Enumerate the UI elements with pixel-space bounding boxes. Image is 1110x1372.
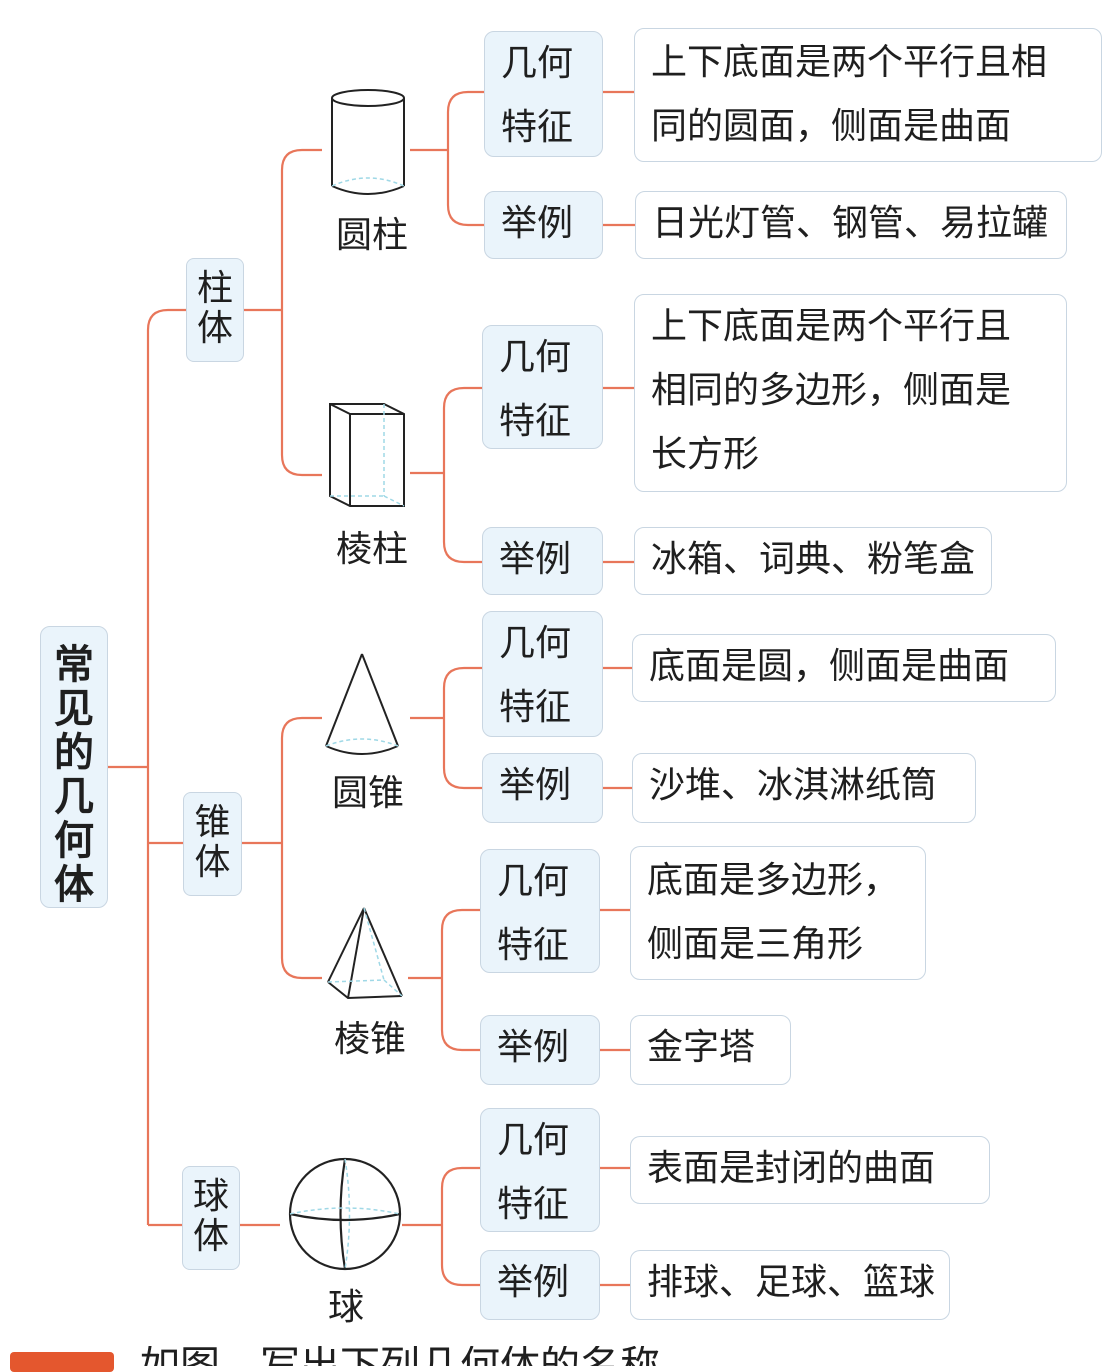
example-description: 日光灯管、钢管、易拉罐	[635, 191, 1067, 259]
feature-tag: 几何 特征	[480, 1108, 600, 1232]
feature-tag-line: 几何	[499, 623, 572, 664]
feature-tag-line: 特征	[501, 107, 574, 148]
example-description: 排球、足球、篮球	[630, 1250, 950, 1320]
example-tag: 举例	[480, 1015, 600, 1085]
pyramid-icon	[327, 907, 403, 1000]
shape-label: 圆锥	[331, 773, 404, 814]
root-char: 常	[54, 642, 94, 688]
shape-label: 球	[327, 1287, 364, 1328]
feature-description: 上下底面是两个平行且 相同的多边形，侧面是 长方形	[634, 294, 1067, 492]
category-prism-node: 柱 体	[186, 258, 244, 362]
feature-line: 侧面是三角形	[647, 924, 864, 965]
shape-label: 棱柱	[335, 529, 408, 570]
example-description: 金字塔	[630, 1015, 791, 1085]
category-sphere-node: 球 体	[182, 1166, 240, 1270]
feature-line: 上下底面是两个平行且相	[651, 42, 1048, 83]
feature-line: 上下底面是两个平行且	[651, 306, 1012, 347]
example-tag: 举例	[484, 191, 603, 259]
feature-line: 长方形	[651, 434, 760, 475]
example-tag: 举例	[480, 1250, 600, 1320]
category-char: 锥	[194, 802, 231, 843]
feature-line: 同的圆面，侧面是曲面	[651, 106, 1012, 147]
example-description: 冰箱、词典、粉笔盒	[634, 527, 992, 595]
feature-tag-line: 特征	[497, 1184, 570, 1225]
category-char: 体	[194, 842, 231, 883]
feature-description: 上下底面是两个平行且相 同的圆面，侧面是曲面	[634, 28, 1102, 162]
feature-line: 相同的多边形，侧面是	[651, 370, 1012, 411]
feature-tag-line: 特征	[499, 401, 572, 442]
category-char: 体	[196, 308, 233, 349]
shape-label: 棱锥	[333, 1019, 406, 1060]
root-node-common-solids: 常 见 的 几 何 体	[40, 626, 108, 908]
prism-icon	[329, 403, 405, 507]
feature-line: 底面是多边形，	[647, 860, 900, 901]
feature-tag-line: 几何	[499, 337, 572, 378]
feature-tag-line: 几何	[501, 43, 574, 84]
example-tag: 举例	[482, 753, 603, 823]
feature-tag-line: 特征	[497, 925, 570, 966]
feature-description: 表面是封闭的曲面	[630, 1136, 990, 1204]
root-char: 何	[54, 818, 94, 864]
category-char: 柱	[196, 268, 233, 309]
feature-tag-line: 几何	[497, 861, 570, 902]
category-char: 体	[192, 1216, 229, 1257]
cone-icon	[325, 653, 399, 755]
feature-tag: 几何 特征	[484, 31, 603, 157]
root-char: 的	[54, 730, 94, 776]
feature-description: 底面是圆，侧面是曲面	[632, 634, 1056, 702]
feature-tag: 几何 特征	[480, 849, 600, 973]
root-char: 见	[54, 686, 94, 732]
example-description: 沙堆、冰淇淋纸筒	[632, 753, 976, 823]
feature-tag: 几何 特征	[482, 611, 603, 737]
category-cone-node: 锥 体	[183, 792, 242, 896]
cylinder-icon	[331, 89, 405, 195]
feature-tag-line: 特征	[499, 687, 572, 728]
question-text: 如图，写出下列几何体的名称。	[140, 1346, 700, 1366]
feature-tag: 几何 特征	[482, 325, 603, 449]
sphere-icon	[288, 1157, 402, 1271]
category-char: 球	[192, 1176, 229, 1217]
root-char: 体	[54, 862, 94, 908]
shape-label: 圆柱	[335, 215, 408, 256]
example-tag: 举例	[482, 527, 603, 595]
feature-description: 底面是多边形， 侧面是三角形	[630, 846, 926, 980]
example-badge	[10, 1352, 114, 1372]
root-char: 几	[54, 774, 94, 820]
feature-tag-line: 几何	[497, 1120, 570, 1161]
